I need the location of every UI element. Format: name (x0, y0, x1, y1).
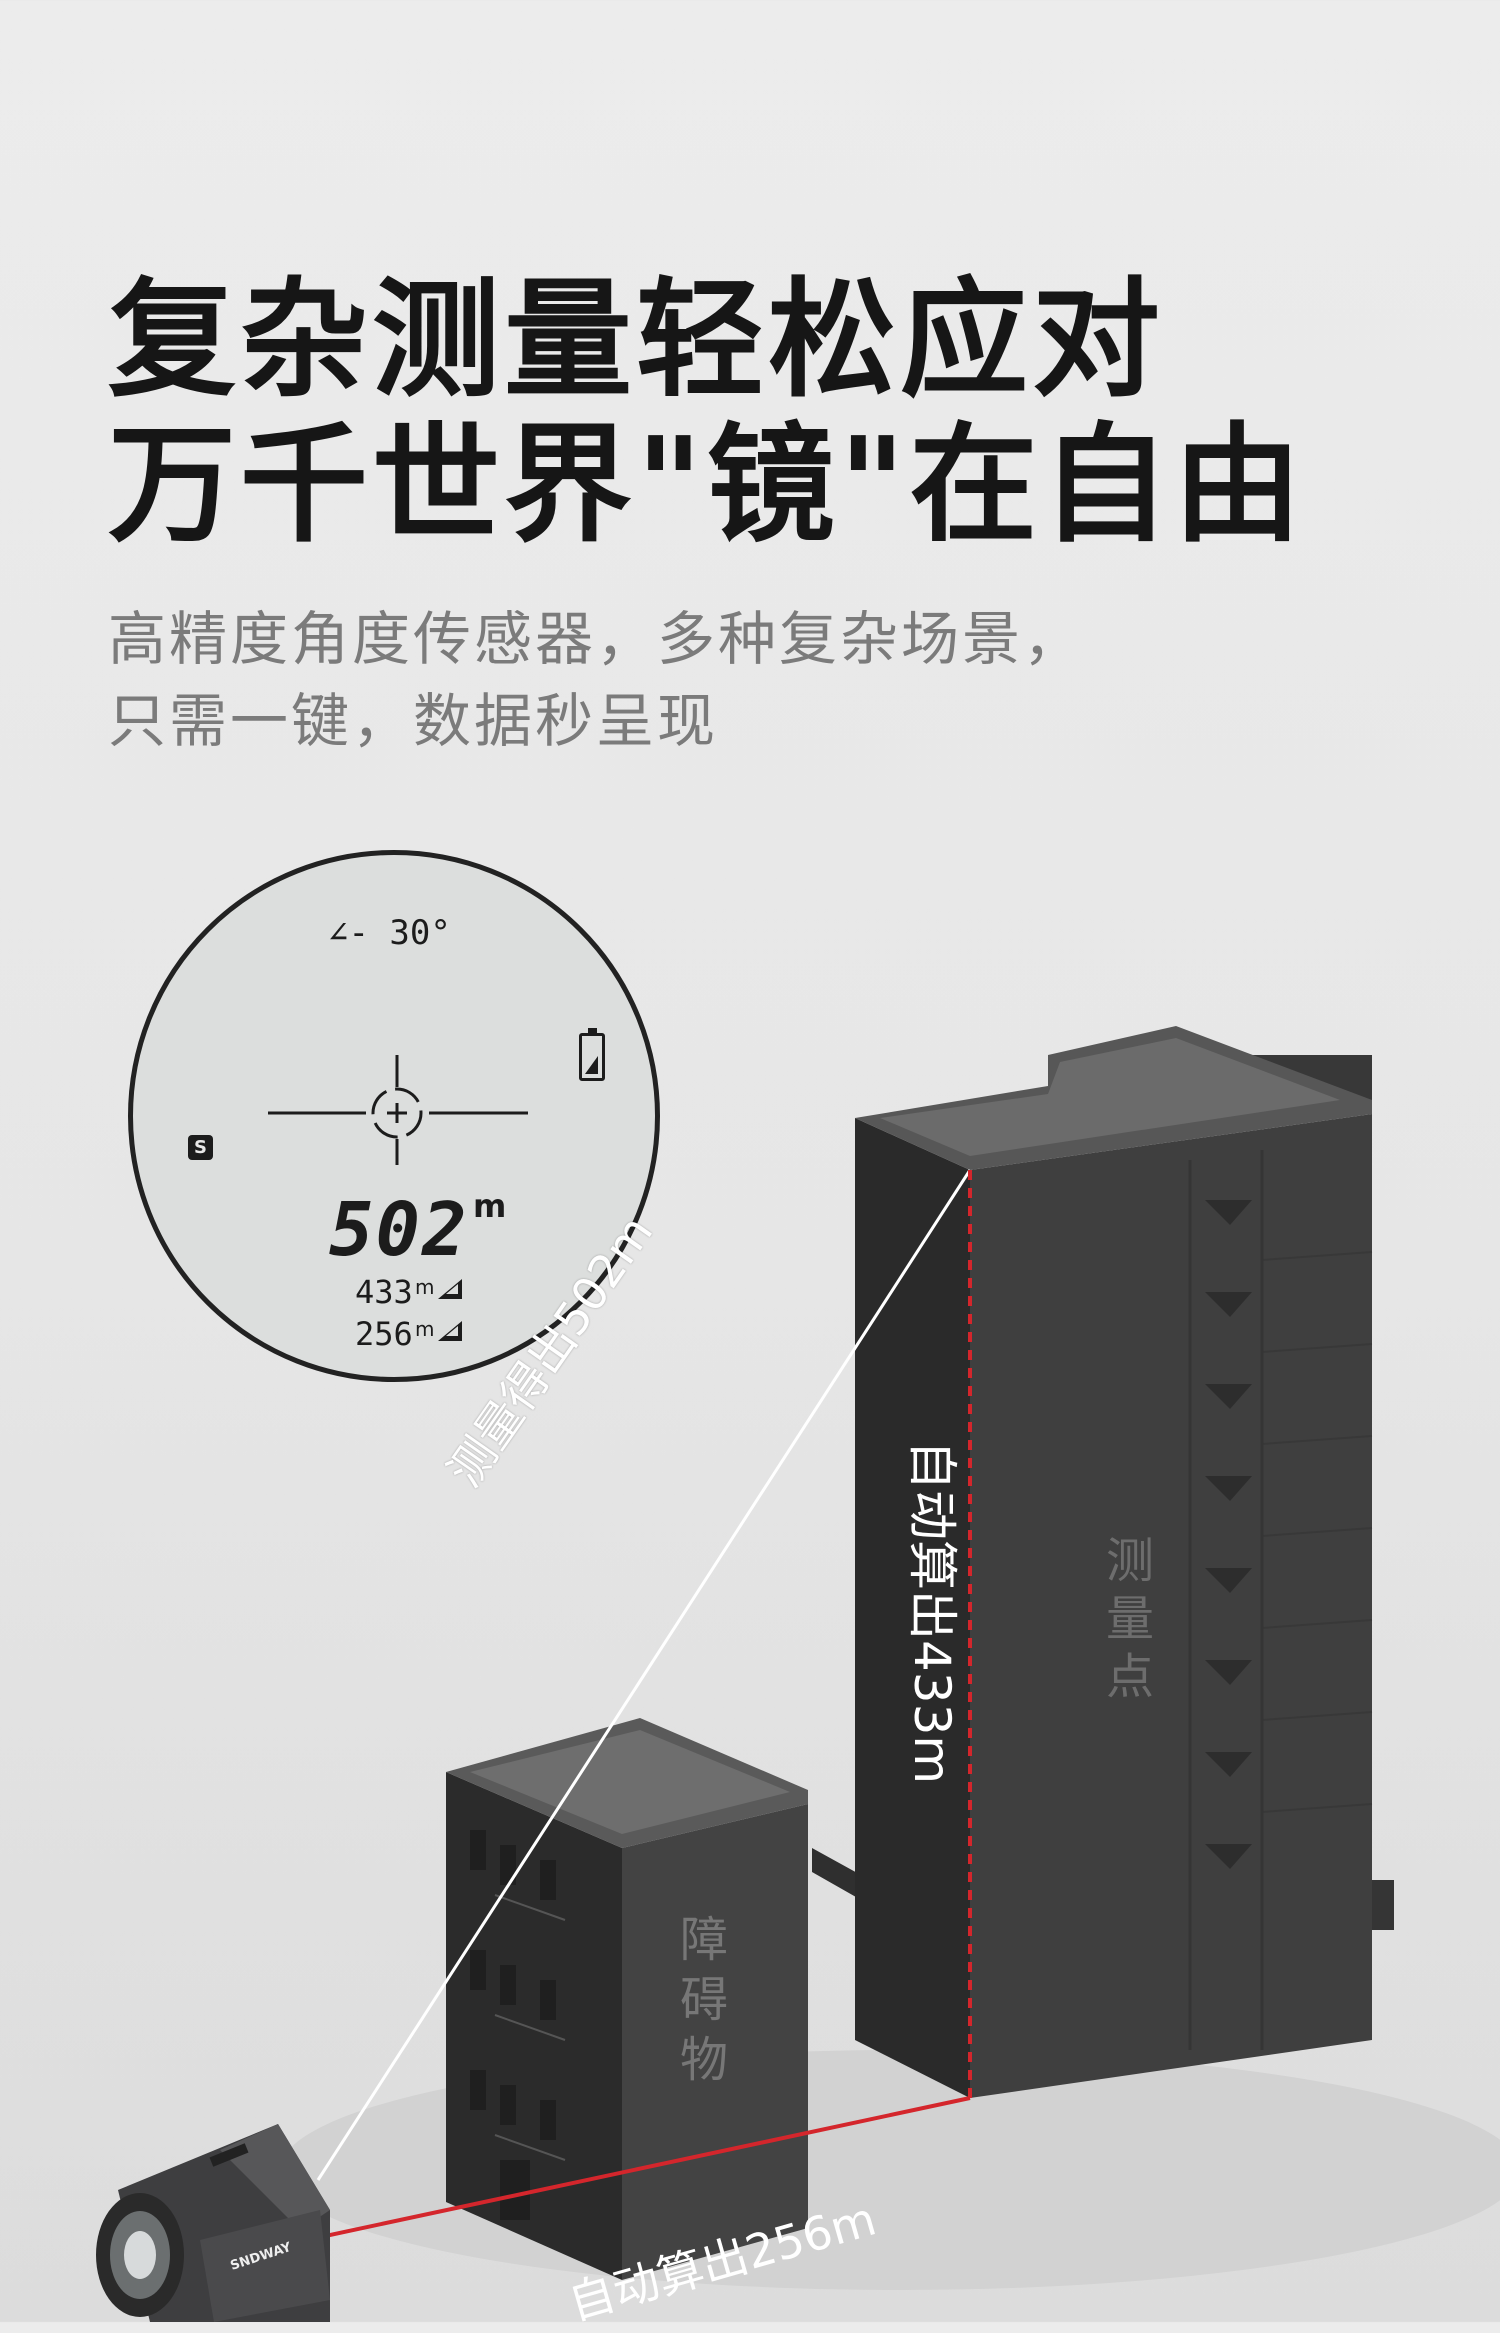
main-distance-unit: m (473, 1187, 507, 1225)
auto-height-label: 自动算出433m (903, 1440, 961, 1785)
tall-building (812, 1026, 1394, 2098)
horizontal-value: 256 (355, 1315, 413, 1353)
rangefinder-display: ∠- 30° S 502 m 433 m 256 m (128, 850, 660, 1382)
obstacle-building (446, 1718, 808, 2280)
height-value: 433 (355, 1273, 413, 1311)
headline: 复杂测量轻松应对 万千世界"镜"在自由 (108, 268, 1305, 558)
laser-lines (259, 1169, 972, 2252)
angle-readout: ∠- 30° (328, 913, 451, 953)
rangefinder-device: SNDWAY (96, 2124, 330, 2322)
headline-line-2: 万千世界"镜"在自由 (108, 411, 1306, 560)
crosshair-icon (268, 1055, 528, 1165)
subtitle-line-1: 高精度角度传感器，多种复杂场景， (108, 605, 1085, 673)
battery-icon (579, 1028, 605, 1081)
subtitle: 高精度角度传感器，多种复杂场景， 只需一键，数据秒呈现 (108, 598, 1084, 762)
height-unit: m (415, 1275, 435, 1299)
measure-point-label: 测量点 (1105, 1533, 1154, 1705)
headline-line-1: 复杂测量轻松应对 (108, 266, 1165, 415)
mode-badge: S (188, 1135, 213, 1160)
horizontal-unit: m (415, 1317, 435, 1341)
main-distance: 502 (329, 1187, 469, 1273)
subtitle-line-2: 只需一键，数据秒呈现 (108, 687, 719, 755)
obstacle-label: 障碍物 (679, 1912, 728, 2088)
horizontal-triangle-icon (438, 1321, 462, 1341)
height-triangle-icon (438, 1279, 462, 1299)
